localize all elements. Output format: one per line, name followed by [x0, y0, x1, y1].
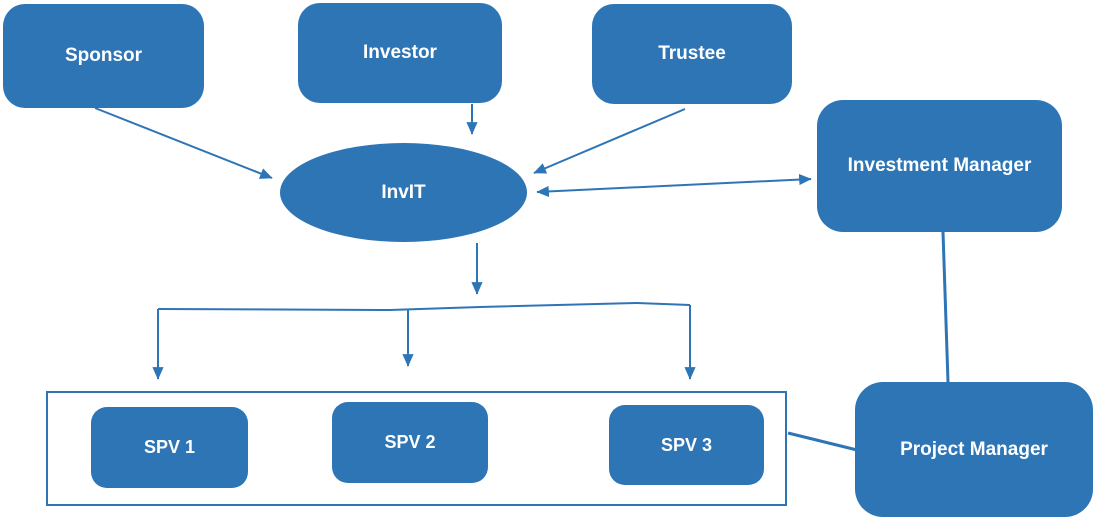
line-spv-group-to-project-manager — [787, 431, 858, 452]
edge-sponsor-to-invit — [94, 107, 273, 179]
node-invit-label: InvIT — [381, 181, 426, 203]
node-sponsor: Sponsor — [3, 4, 204, 108]
node-spv3: SPV 3 — [609, 405, 764, 485]
node-invit: InvIT — [280, 143, 527, 242]
node-spv3-label: SPV 3 — [660, 434, 713, 455]
spv-group-outline — [46, 391, 787, 506]
node-trustee-label: Trustee — [658, 43, 726, 64]
edge-trustee-to-invit — [533, 108, 686, 174]
node-investment-manager-label: Investment Manager — [847, 155, 1032, 176]
node-spv2: SPV 2 — [332, 402, 488, 483]
distributor-line — [157, 301, 691, 312]
node-spv2-label: SPV 2 — [384, 432, 436, 452]
edge-invit-investment-manager-double-arrow — [536, 173, 812, 198]
node-spv1-label: SPV 1 — [143, 437, 196, 457]
node-trustee: Trustee — [592, 4, 792, 104]
node-project-manager: Project Manager — [855, 382, 1093, 517]
line-investment-manager-to-project-manager — [941, 231, 950, 383]
node-investor: Investor — [298, 3, 502, 103]
node-investor-label: Investor — [363, 42, 437, 63]
node-project-manager-label: Project Manager — [900, 438, 1048, 460]
node-sponsor-label: Sponsor — [64, 45, 143, 66]
node-spv1: SPV 1 — [91, 407, 248, 488]
node-investment-manager: Investment Manager — [817, 100, 1062, 232]
